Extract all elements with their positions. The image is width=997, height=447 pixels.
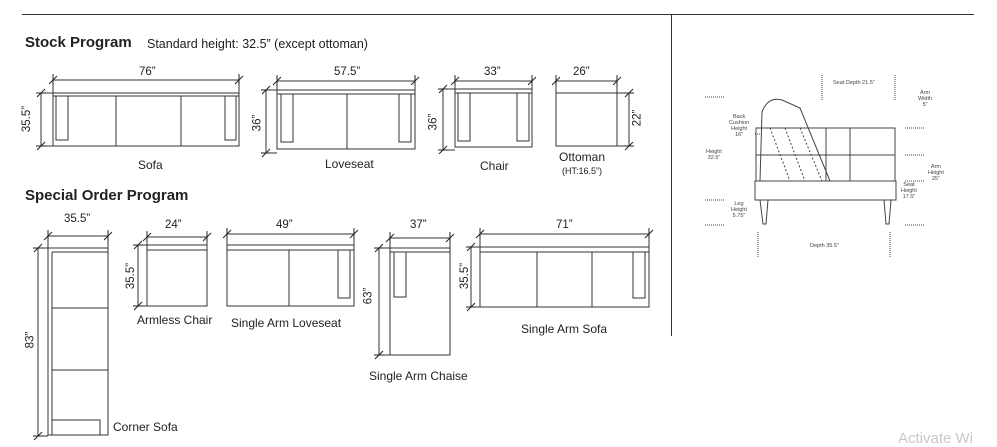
single-arm-sofa-drawing bbox=[465, 228, 654, 312]
armless-chair-name: Armless Chair bbox=[137, 313, 213, 327]
loveseat-height-label: 36” bbox=[251, 114, 264, 132]
side-profile-drawing bbox=[705, 75, 925, 258]
loveseat-drawing bbox=[260, 75, 420, 158]
ottoman-note: (HT:16.5”) bbox=[562, 166, 603, 176]
sofa-width-label: 76” bbox=[139, 66, 156, 78]
corner-sofa-height-label: 83” bbox=[24, 331, 37, 349]
height-label: Height 32.5” bbox=[706, 149, 722, 161]
ottoman-height-label: 22” bbox=[631, 109, 644, 127]
armless-chair-height-label: 35.5” bbox=[125, 262, 138, 290]
single-arm-loveseat-name: Single Arm Loveseat bbox=[231, 316, 342, 330]
single-arm-sofa-name: Single Arm Sofa bbox=[521, 322, 608, 336]
corner-sofa-drawing bbox=[32, 230, 113, 441]
ottoman-name: Ottoman bbox=[559, 150, 606, 164]
single-arm-chaise-height-label: 63” bbox=[362, 287, 375, 305]
ottoman-width-label: 26” bbox=[573, 66, 590, 78]
single-arm-loveseat-width-label: 49” bbox=[276, 219, 293, 231]
single-arm-chaise-name: Single Arm Chaise bbox=[369, 369, 468, 383]
activation-watermark: Activate Wi bbox=[898, 430, 974, 447]
sofa-name: Sofa bbox=[138, 158, 163, 172]
section-divider bbox=[671, 14, 672, 336]
armless-chair-width-label: 24” bbox=[165, 219, 182, 231]
leg-height-label: Leg Height 5.75” bbox=[731, 201, 747, 219]
corner-sofa-width-label: 35.5” bbox=[64, 213, 91, 225]
loveseat-width-label: 57.5” bbox=[334, 66, 361, 78]
arm-height-label: Arm Height 25” bbox=[928, 164, 944, 182]
stock-program-subtitle: Standard height: 32.5” (except ottoman) bbox=[147, 37, 368, 51]
arm-width-label: Arm Width 5” bbox=[918, 90, 933, 108]
chair-width-label: 33” bbox=[484, 66, 501, 78]
seat-height-label: Seat Height 17.5” bbox=[901, 182, 917, 200]
corner-sofa-name: Corner Sofa bbox=[113, 420, 178, 434]
single-arm-loveseat-drawing bbox=[222, 228, 359, 307]
sofa-drawing bbox=[35, 74, 244, 151]
back-cushion-label: Back Cushion Height 16” bbox=[729, 114, 750, 138]
single-arm-chaise-width-label: 37” bbox=[410, 219, 427, 231]
seat-depth-label: Seat Depth 21.5” bbox=[833, 80, 875, 86]
single-arm-sofa-width-label: 71” bbox=[556, 219, 573, 231]
loveseat-name: Loveseat bbox=[325, 157, 374, 171]
stock-program-title: Stock Program bbox=[25, 34, 132, 51]
special-program-title: Special Order Program bbox=[25, 187, 189, 204]
armless-chair-drawing bbox=[132, 231, 212, 311]
single-arm-chaise-drawing bbox=[373, 232, 455, 360]
ottoman-drawing bbox=[551, 75, 635, 151]
chair-name: Chair bbox=[480, 159, 509, 173]
top-rule bbox=[22, 14, 974, 15]
chair-height-label: 36” bbox=[427, 113, 440, 131]
single-arm-sofa-height-label: 35.5” bbox=[459, 262, 472, 290]
chair-drawing bbox=[437, 75, 537, 155]
depth-label: Depth 35.5” bbox=[810, 243, 839, 249]
sofa-height-label: 35.5” bbox=[21, 105, 34, 133]
